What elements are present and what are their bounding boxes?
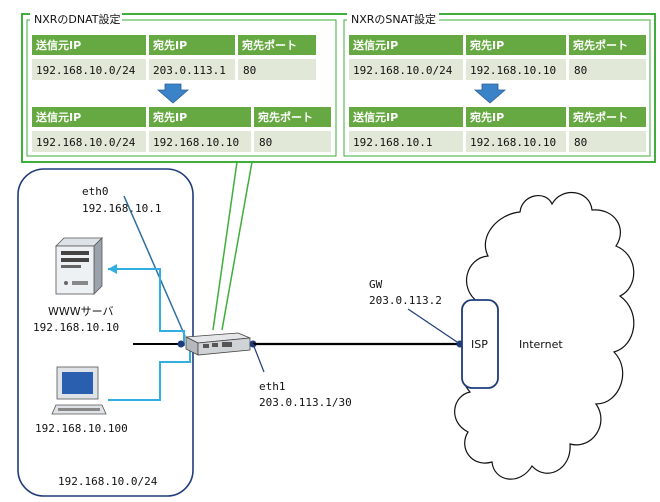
snat-before-dst: 192.168.10.10 (470, 64, 556, 77)
dnat-before-dst: 203.0.113.1 (153, 64, 226, 77)
down-arrow-icon (156, 83, 190, 104)
snat-row-cell (466, 59, 566, 80)
dnat-header-cell (149, 35, 235, 55)
eth0-ip: 192.168.10.1 (82, 202, 161, 215)
gw-label: GW (369, 278, 383, 291)
dnat-after-dst: 192.168.10.10 (153, 136, 239, 149)
dnat-header-port: 宛先ポート (241, 38, 297, 52)
snat-header-cell (466, 107, 566, 127)
snat-header-dst: 宛先IP (469, 38, 504, 52)
dnat-row-cell (149, 131, 251, 152)
snat-row-cell (466, 131, 566, 152)
isp-box (461, 299, 499, 389)
snat-header-port: 宛先ポート (572, 38, 628, 52)
snat-after-src: 192.168.10.1 (353, 136, 432, 149)
dnat-after-port: 80 (259, 136, 272, 149)
snat-frame (343, 19, 651, 157)
snat-title: NXRのSNAT設定 (351, 12, 436, 26)
lan-network: 192.168.10.0/24 (58, 475, 158, 488)
snat-header-cell (349, 107, 463, 127)
eth0-pointer-line (123, 195, 186, 337)
eth1-ip: 203.0.113.1/30 (259, 396, 352, 409)
gw-pointer-line (407, 308, 461, 345)
snat-after-header-port: 宛先ポート (572, 110, 628, 124)
dnat-frame (26, 19, 337, 157)
router-icon (184, 332, 251, 356)
eth0-label: eth0 (82, 185, 109, 198)
snat-row-cell (569, 131, 646, 152)
snat-header-cell (349, 35, 463, 55)
dnat-row-cell (254, 131, 331, 152)
dnat-row-cell (149, 59, 235, 80)
dnat-row-cell (32, 59, 146, 80)
pc-icon (51, 366, 107, 415)
dnat-title: NXRのDNAT設定 (34, 12, 121, 26)
dnat-header-cell (32, 107, 146, 127)
dnat-header-cell (32, 35, 146, 55)
dnat-header-dst: 宛先IP (152, 38, 187, 52)
internet-label: Internet (519, 338, 563, 351)
dnat-after-src: 192.168.10.0/24 (36, 136, 136, 149)
snat-header-cell (569, 35, 646, 55)
snat-before-port: 80 (574, 64, 587, 77)
server-name: WWWサーバ (48, 305, 114, 318)
server-ip: 192.168.10.10 (33, 321, 119, 334)
eth0-port-dot (177, 340, 185, 348)
eth1-label: eth1 (259, 380, 286, 393)
gw-ip: 203.0.113.2 (369, 294, 442, 307)
snat-after-header-src: 送信元IP (352, 110, 398, 124)
snat-header-cell (466, 35, 566, 55)
snat-after-dst: 192.168.10.10 (470, 136, 556, 149)
snat-settings-group: NXRのSNAT設定 送信元IP 宛先IP 宛先ポート 192.168.10.0… (343, 12, 651, 157)
snat-before-src: 192.168.10.0/24 (353, 64, 453, 77)
server-icon (55, 237, 103, 295)
dnat-header-cell (254, 107, 331, 127)
dnat-title-bg (30, 13, 122, 25)
dnat-header-cell (149, 107, 251, 127)
dnat-before-port: 80 (243, 64, 256, 77)
pc-ip: 192.168.10.100 (35, 422, 128, 435)
eth1-pointer-line (252, 343, 265, 373)
traffic-arrowhead (108, 264, 117, 274)
dnat-after-header-src: 送信元IP (35, 110, 81, 124)
snat-row-cell (569, 59, 646, 80)
dnat-row-cell (238, 59, 316, 80)
callout-pointer-left (212, 161, 238, 331)
snat-after-port: 80 (574, 136, 587, 149)
dnat-header-src: 送信元IP (35, 38, 81, 52)
snat-title-bg (347, 13, 439, 25)
dnat-after-header-port: 宛先ポート (257, 110, 313, 124)
dnat-traffic-path (108, 268, 185, 346)
snat-row-cell (349, 131, 463, 152)
dnat-header-cell (238, 35, 316, 55)
callout-pointer-right (221, 161, 253, 331)
dnat-before-src: 192.168.10.0/24 (36, 64, 136, 77)
snat-after-header-dst: 宛先IP (469, 110, 504, 124)
client-traffic-path (108, 346, 191, 401)
dnat-after-header-dst: 宛先IP (152, 110, 187, 124)
lan-segment (17, 168, 194, 497)
down-arrow-icon (473, 83, 507, 104)
nat-settings-callout (21, 13, 656, 163)
snat-header-cell (569, 107, 646, 127)
dnat-row-cell (32, 131, 146, 152)
dnat-settings-group: NXRのDNAT設定 送信元IP 宛先IP 宛先ポート 192.168.10.0… (26, 12, 337, 157)
isp-label: ISP (471, 338, 488, 351)
snat-row-cell (349, 59, 463, 80)
snat-header-src: 送信元IP (352, 38, 398, 52)
